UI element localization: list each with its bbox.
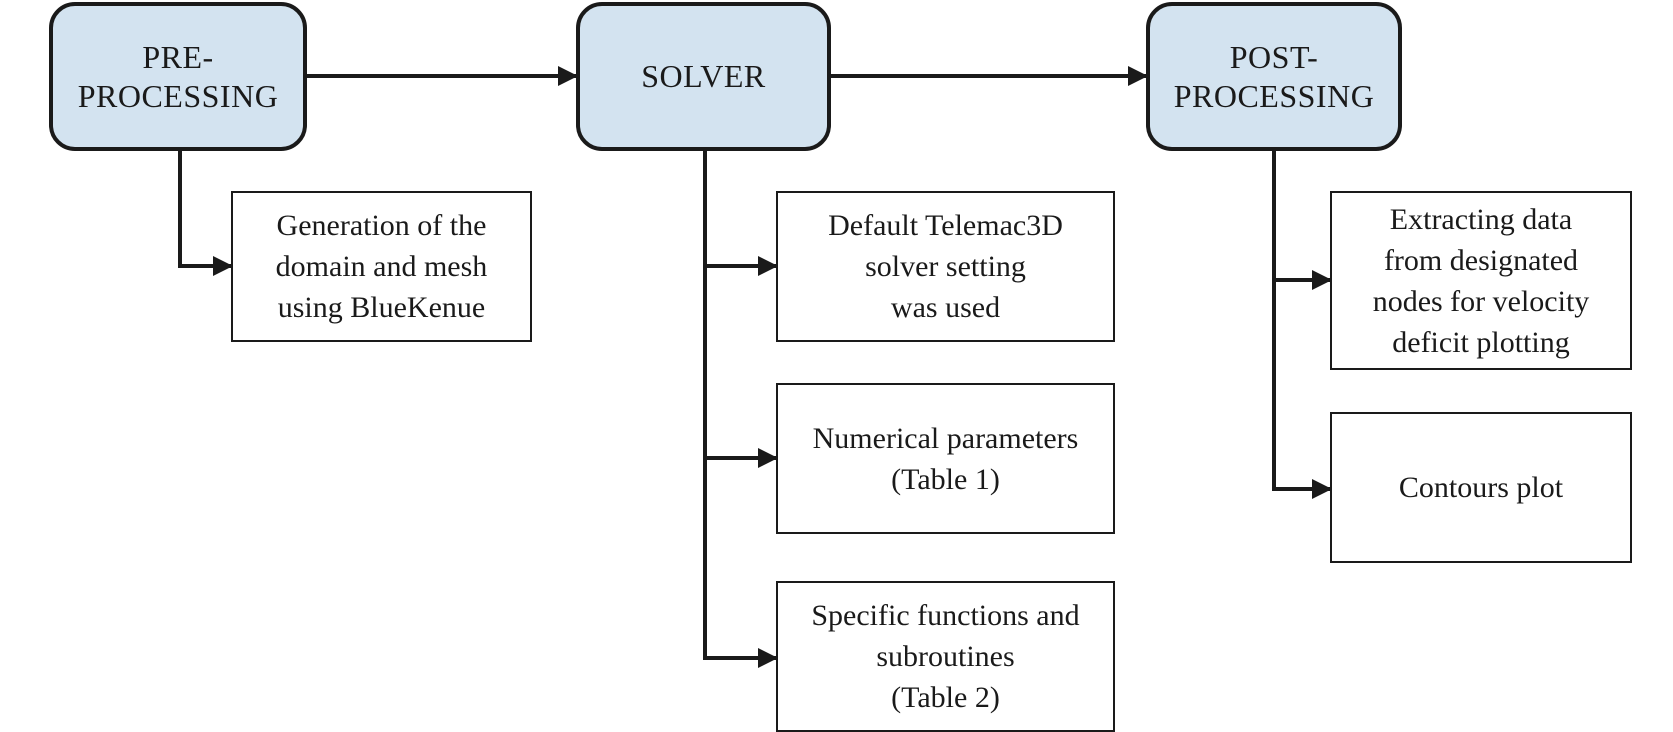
- branch-post-step-2: [1272, 479, 1332, 499]
- stage-pre-processing-label: PRE- PROCESSING: [77, 38, 279, 114]
- solver-step-label: Default Telemac3D solver setting was use…: [828, 209, 1063, 324]
- solver-step-box-default: Default Telemac3D solver setting was use…: [776, 191, 1115, 342]
- stage-post-processing-label: POST- PROCESSING: [1173, 38, 1375, 114]
- solver-step-box-numerical: Numerical parameters (Table 1): [776, 383, 1115, 534]
- solver-step-label: Numerical parameters (Table 1): [812, 421, 1079, 496]
- stage-pre-processing: PRE- PROCESSING: [49, 2, 307, 151]
- post-step-label: Extracting data from designated nodes fo…: [1372, 202, 1590, 359]
- solver-step-label: Specific functions and subroutines (Tabl…: [811, 599, 1080, 714]
- branch-solver-step-3: [703, 648, 778, 668]
- branch-pre-step-1: [178, 151, 233, 276]
- pre-step-box-mesh: Generation of the domain and mesh using …: [231, 191, 532, 342]
- solver-step-box-functions: Specific functions and subroutines (Tabl…: [776, 581, 1115, 732]
- pre-step-label: Generation of the domain and mesh using …: [275, 209, 488, 324]
- stage-post-processing: POST- PROCESSING: [1146, 2, 1402, 151]
- post-step-label: Contours plot: [1398, 471, 1564, 504]
- stage-solver: SOLVER: [576, 2, 831, 151]
- stage-solver-label: SOLVER: [641, 58, 766, 94]
- post-step-box-extract: Extracting data from designated nodes fo…: [1330, 191, 1632, 370]
- post-step-box-contours: Contours plot: [1330, 412, 1632, 563]
